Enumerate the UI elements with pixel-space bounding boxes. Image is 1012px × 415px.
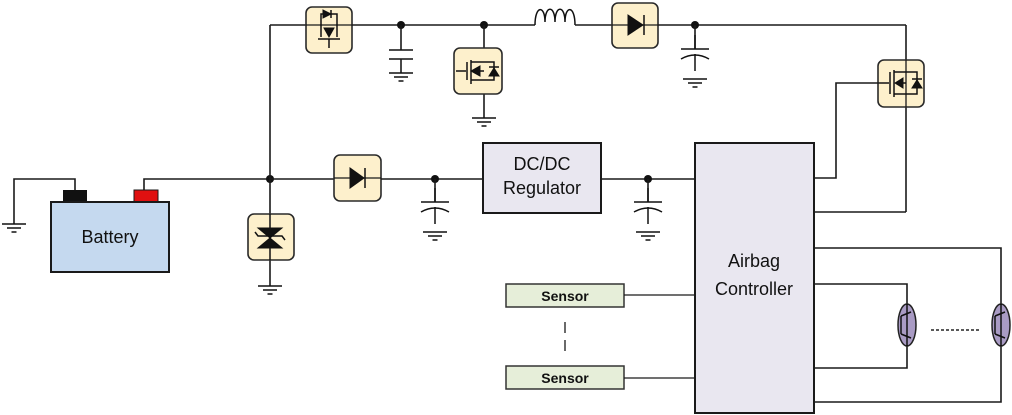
sensor-label: Sensor [541,370,589,386]
ground-symbol [682,78,708,88]
ground-symbol [422,231,448,241]
tvs-diode [247,179,295,295]
sensor-top: Sensor [505,283,625,308]
ground-symbol [635,231,661,241]
sensor-label: Sensor [541,288,589,304]
ground-symbol [1,223,27,233]
sensor-bottom: Sensor [505,365,625,390]
boost-switch-mosfet [453,25,503,127]
output-capacitor [633,179,663,241]
squib-igniter-1 [897,303,917,347]
ground-symbol [388,72,414,82]
ground-symbol [471,117,497,127]
regulator-label-line2: Regulator [503,178,581,198]
controller-label-line1: Airbag [728,251,780,271]
battery-negative-terminal [63,190,87,202]
battery-body [50,201,170,273]
boost-inductor [534,8,576,26]
squib-igniter-2 [991,303,1011,347]
battery-label: Battery [81,227,138,247]
energy-reserve-switch-mosfet [877,25,925,212]
controller-label-line2: Controller [715,279,793,299]
input-capacitor [420,179,450,241]
capacitor [388,25,414,82]
battery-positive-terminal [133,189,159,203]
battery: Battery [1,178,270,273]
regulator-label-line1: DC/DC [514,154,571,174]
ground-symbol [257,285,283,295]
reverse-polarity-mosfet [305,6,353,54]
airbag-controller-block: Airbag Controller [694,142,815,414]
input-diode [333,154,382,202]
boost-diode [611,2,659,49]
dcdc-regulator-block: DC/DC Regulator [482,142,602,214]
energy-reserve-capacitor [680,25,710,88]
